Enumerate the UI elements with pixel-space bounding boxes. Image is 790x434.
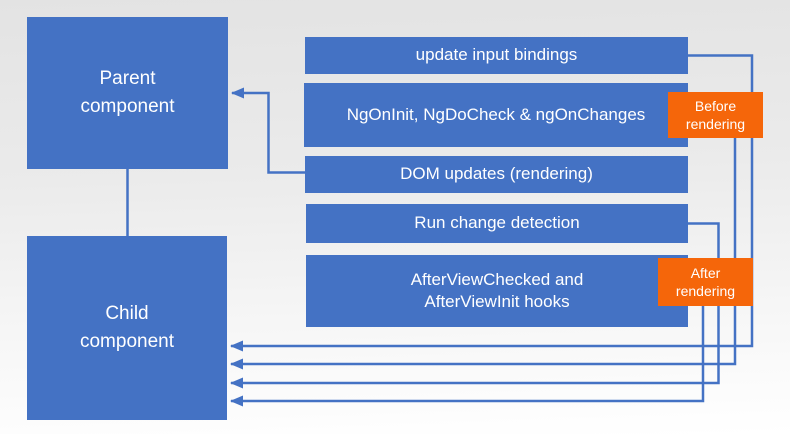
badge-after-rendering: After rendering — [658, 258, 753, 306]
step-afterviewchecked-afterviewinit: AfterViewChecked and AfterViewInit hooks — [306, 255, 688, 327]
child-component-node: Child component — [27, 236, 227, 420]
step-update-input-bindings: update input bindings — [305, 37, 688, 74]
step-run-change-detection: Run change detection — [306, 204, 688, 243]
badge-before-rendering: Before rendering — [668, 92, 763, 138]
step-dom-updates-rendering: DOM updates (rendering) — [305, 156, 688, 193]
parent-component-node: Parent component — [27, 17, 228, 169]
step-ngoninit-ngdocheck-ngonchanges: NgOnInit, NgDoCheck & ngOnChanges — [304, 83, 688, 147]
connector-dom-updates-to-parent — [231, 87, 305, 174]
